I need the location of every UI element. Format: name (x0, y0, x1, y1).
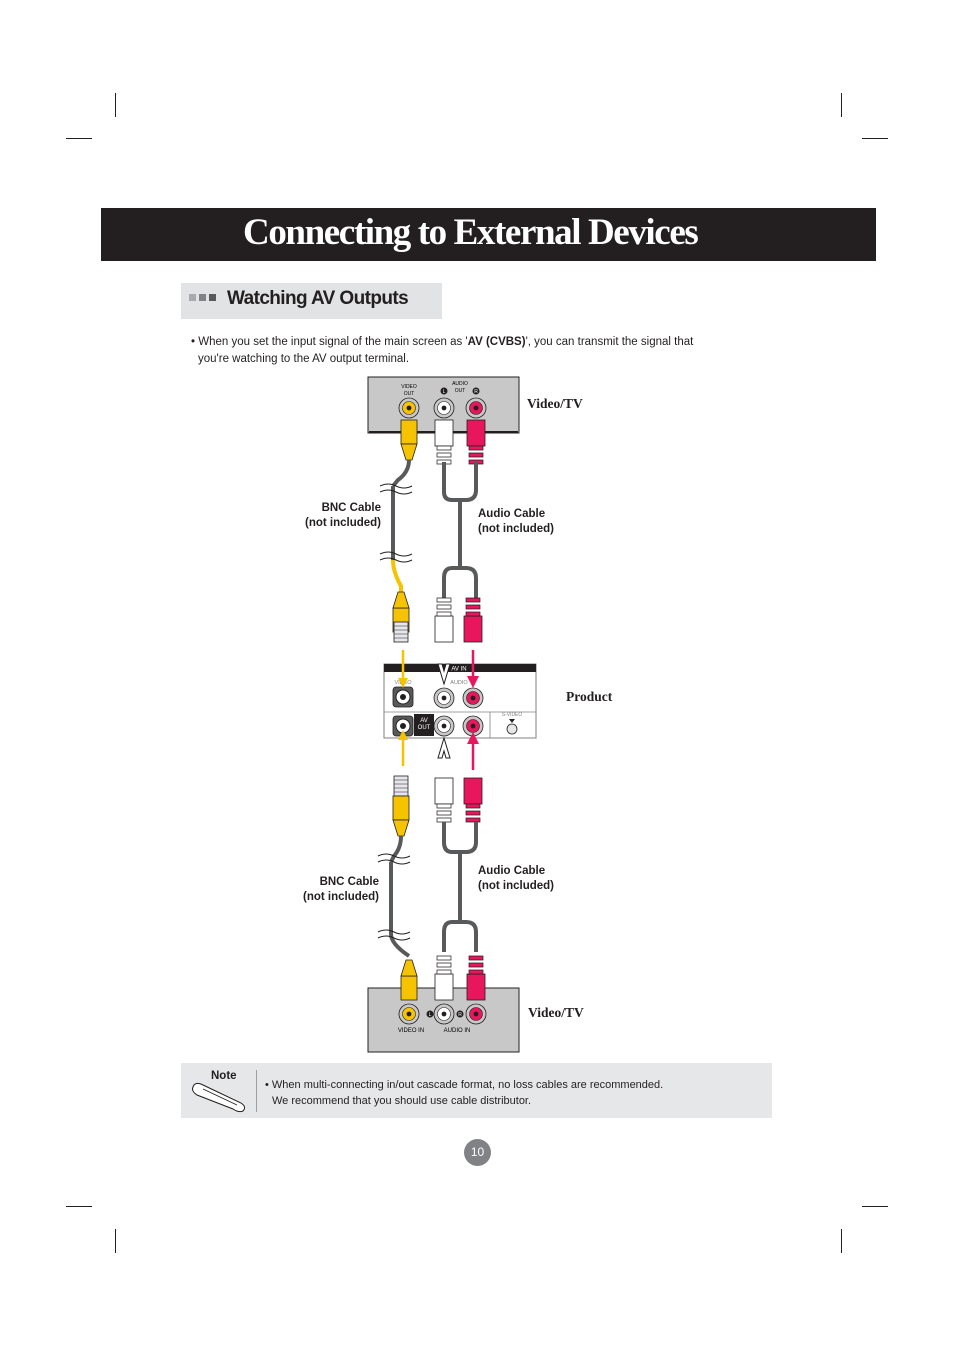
product-audio-label: AUDIO (450, 680, 468, 686)
crop-mark (115, 1229, 116, 1253)
intro-text-part: • When you set the input signal of the m… (191, 336, 468, 348)
product-label: Product (566, 689, 613, 704)
note-pen-icon (192, 1082, 246, 1113)
bnc-cable-bottom-line: (not included) (302, 891, 379, 903)
intro-text-line2: you're watching to the AV output termina… (198, 353, 410, 365)
top-left-badge: L (443, 389, 446, 395)
bottom-right-badge: R (458, 1012, 462, 1018)
title-bar: Connecting to External Devices (101, 208, 876, 261)
intro-text-bold: AV (CVBS) (467, 336, 526, 348)
bottom-device-label: Video/TV (528, 1005, 584, 1020)
note-label: Note (211, 1070, 237, 1082)
crop-mark (862, 138, 888, 139)
bnc-cable-top-label: BNC Cable (not included) (281, 501, 381, 531)
video-in-label: VIDEO IN (398, 1028, 424, 1034)
section-title: Watching AV Outputs (227, 288, 409, 309)
top-video-out-label: OUT (404, 391, 415, 397)
crop-mark (66, 138, 92, 139)
crop-mark (841, 93, 842, 117)
square-icon (199, 294, 206, 301)
crop-mark (66, 1206, 92, 1207)
crop-mark (115, 93, 116, 117)
av-in-label: AV IN (451, 667, 466, 673)
note-line: • When multi-connecting in/out cascade f… (265, 1079, 664, 1091)
audio-in-label: AUDIO IN (444, 1028, 471, 1034)
top-video-out-label: VIDEO (401, 384, 417, 390)
top-audio-out-label: AUDIO (452, 381, 468, 387)
svideo-label: S-VIDEO (502, 712, 523, 718)
top-audio-out-label: OUT (455, 388, 466, 394)
audio-cable-top-line: (not included) (478, 523, 555, 535)
note-text: • When multi-connecting in/out cascade f… (265, 1077, 663, 1109)
audio-cable-bottom-label: Audio Cable (not included) (478, 864, 554, 894)
top-device-label: Video/TV (527, 396, 583, 411)
bnc-cable-top-line: (not included) (304, 517, 381, 529)
bottom-left-badge: L (429, 1012, 432, 1018)
audio-cable-top-line: Audio Cable (478, 508, 546, 520)
audio-cable-top-label: Audio Cable (not included) (478, 507, 554, 537)
section-header: Watching AV Outputs (181, 283, 442, 319)
audio-cable-bottom-line: Audio Cable (478, 865, 546, 877)
bnc-cable-bottom-label: BNC Cable (not included) (279, 875, 379, 905)
page-title: Connecting to External Devices (243, 212, 699, 253)
av-out-label: AV (420, 718, 428, 724)
av-out-label: OUT (418, 725, 431, 731)
intro-text: • When you set the input signal of the m… (191, 334, 751, 368)
crop-mark (841, 1229, 842, 1253)
square-icon (209, 294, 216, 301)
intro-text-part: ', you can transmit the signal that (525, 336, 694, 348)
audio-cable-bottom-line: (not included) (478, 880, 555, 892)
crop-mark (862, 1206, 888, 1207)
top-right-badge: R (474, 389, 478, 395)
product-panel: AV IN VIDEO AUDIO AV OUT S-VIDEO (383, 663, 537, 739)
page-number: 10 (464, 1139, 491, 1166)
note-divider (256, 1070, 257, 1112)
bnc-cable-bottom-line: BNC Cable (319, 876, 379, 888)
note-line: We recommend that you should use cable d… (272, 1095, 532, 1107)
square-icon (189, 294, 196, 301)
note-box: Note • When multi-connecting in/out casc… (181, 1063, 772, 1118)
bnc-cable-top-line: BNC Cable (321, 502, 381, 514)
